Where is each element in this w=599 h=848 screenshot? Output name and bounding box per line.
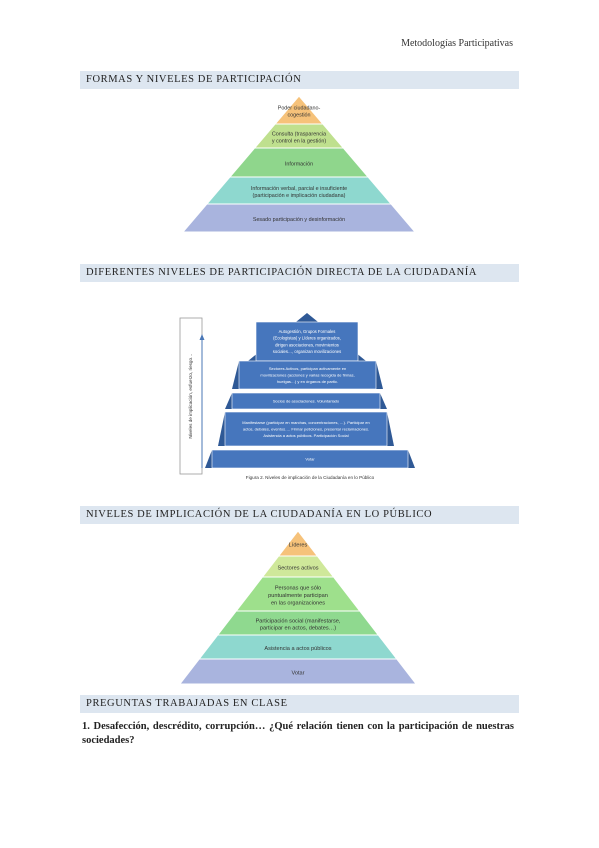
figure2-caption: Figura 2. Niveles de implicación de la C…: [246, 475, 375, 480]
section-title-formas: FORMAS Y NIVELES DE PARTICIPACIÓN: [80, 71, 519, 89]
pyramid1-level-4-label: Información verbal, parcial e insuficien…: [251, 186, 347, 199]
pyramid1-level-5: [181, 203, 417, 233]
figure2-level-3-label: Socios de asociaciones. Voluntariado: [273, 398, 340, 403]
pyramid3-level-2-label: Sectores activos: [277, 565, 318, 571]
section-title-preguntas: PREGUNTAS TRABAJADAS EN CLASE: [80, 695, 519, 713]
pyramid1-level-1-label: Poder ciudadano-cogestión: [278, 105, 321, 118]
figure2-axis-label: Niveles de implicación, esfuerzo, riesgo…: [188, 353, 193, 438]
pyramid1-level-5-label: Sesado participación y desinformación: [253, 217, 345, 223]
figure2-level-4: [224, 411, 388, 447]
pyramid3-level-5-label: Asistencia a actos públicos: [264, 646, 331, 652]
figure2-level-1: [255, 321, 359, 362]
running-header: Metodologías Participativas: [401, 38, 513, 49]
question-1: 1. Desafección, descrédito, corrupción… …: [82, 721, 514, 746]
pyramid3-level-6-label: Votar: [291, 670, 304, 676]
figure2-level-5: [211, 449, 409, 469]
figure2-level-5-label: Votar: [305, 456, 315, 461]
pyramid3-level-1-label: Líderes: [289, 542, 308, 548]
section-title-niveles-directa: DIFERENTES NIVELES DE PARTICIPACIÓN DIRE…: [80, 264, 519, 282]
figure2-level-2-label: Sectores Activos, participan activamente…: [260, 366, 354, 384]
pyramid3-level-6: [178, 658, 418, 685]
figure2-level-2: [238, 360, 377, 390]
figure2-level-3: [231, 392, 381, 410]
pyramid3-level-4-label: Participación social (manifestarse,parti…: [256, 618, 341, 631]
pyramid1-level-3-label: Información: [285, 161, 313, 167]
figure2-level-1-label: Autogestión, Grupos Formales(Ecologistas…: [273, 329, 341, 354]
figure2-level-4-label: Manifestarse (participar en marchas, con…: [242, 420, 369, 438]
section-title-implicacion: NIVELES DE IMPLICACIÓN DE LA CIUDADANÍA …: [80, 506, 519, 524]
figure2-arrow-head-icon: [199, 334, 205, 340]
